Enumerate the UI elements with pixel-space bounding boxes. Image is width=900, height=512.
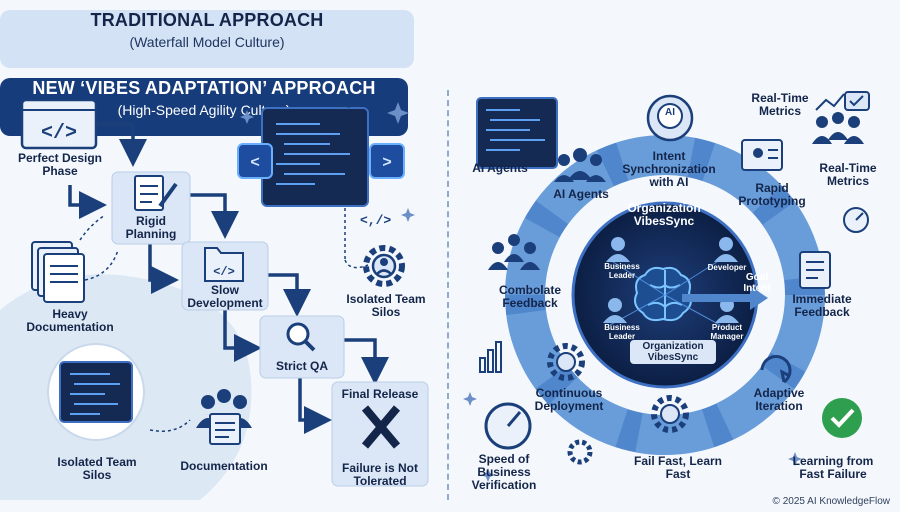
label-ai-agents-outer: AI Agents [472,161,528,175]
core-bottom-label: Organization VibesSync [630,340,716,364]
role-product-manager: Product Manager [710,323,744,341]
deployment-gear-icon [547,343,585,381]
label-ai-agents: AI Agents [553,187,609,201]
traditional-diagram: </> </> < > [0,98,429,500]
label-documentation: Documentation [180,459,268,473]
bar-chart-icon [479,341,502,373]
traditional-title: TRADITIONAL APPROACH [90,10,324,30]
label-isolated-silos-left: Isolated Team Silos [57,455,137,482]
waterfall-arrows [68,122,389,434]
adaptive-loop-icon [760,355,792,384]
label-immediate-feedback: Immediate Feedback [792,292,852,319]
label-speed-verification: Speed of Business Verification [471,452,537,492]
label-perfect-design: Perfect Design Phase [17,151,103,178]
label-combolate-feedback: Combolate Feedback [498,283,561,310]
traditional-subtitle: (Waterfall Model Culture) [129,34,285,50]
prototyping-icon [741,139,783,171]
code-tag-bottom: <,/> [360,213,392,228]
role-developer: Developer [707,263,747,272]
label-isolated-silos-right: Isolated Team Silos [346,292,426,319]
gauge-icon [843,207,869,233]
vibes-title: NEW ‘VIBES ADAPTATION’ APPROACH [32,78,376,98]
label-continuous-deployment: Continuous Deployment [534,386,604,413]
ai-agents-icon [554,148,606,182]
code-tag-top: </> [340,98,362,112]
core-title: Organization VibesSync [627,201,701,228]
panel-divider [447,90,449,500]
label-strict-qa: Strict QA [275,359,328,373]
cross-icon [361,405,401,449]
ai-head-icon [646,94,694,142]
role-business-leader-2: Business Leader [604,323,640,341]
code-monitor-icon: < > [237,107,405,207]
label-rigid-planning: Rigid Planning [125,214,177,241]
goal-intent-label: Goal Intent [743,272,771,294]
label-realtime-right: Real-Time Metrics [819,161,877,188]
agent-monitor-icon [476,97,558,169]
svg-text:</>: </> [213,265,235,279]
traditional-header: TRADITIONAL APPROACH (Waterfall Model Cu… [0,10,414,68]
sparkle-icons [240,102,415,222]
collaborate-icon [488,234,540,270]
feedback-document-icon [799,251,831,289]
svg-text:>: > [382,154,392,172]
folder-code-icon: </> [204,247,244,282]
design-window-icon: </> [20,98,98,150]
svg-text:</>: </> [41,122,77,145]
speedometer-icon [484,402,532,450]
gear-icon-silos [363,245,405,287]
team-documentation-icon [196,389,252,445]
label-realtime-top: Real-Time Metrics [751,91,809,118]
label-final-release: Final Release [341,387,419,401]
qa-box [259,315,345,379]
magnifier-icon [286,322,316,352]
document-stack-icon [31,241,85,303]
label-heavy-documentation: Heavy Documentation [26,307,114,334]
label-failure-not-tolerated: Failure is Not Tolerated [341,461,418,488]
checklist-icon [134,175,178,211]
isolated-monitor-icon [47,343,145,441]
failfast-gear-icon [651,395,689,433]
goal-arrow [682,286,768,310]
ai-head-label: AI [665,107,675,118]
label-learning-from-failure: Learning from Fast Failure [792,454,874,481]
role-business-leader-1: Business Leader [604,262,640,280]
sparkle-icons-right [463,392,802,482]
label-rapid-prototyping: Rapid Prototyping [738,181,806,208]
label-intent-sync: Intent Synchronization with AI [622,149,716,189]
label-fail-fast: Fail Fast, Learn Fast [633,454,723,481]
label-slow-development: Slow Development [187,283,263,310]
metrics-team-icon [812,91,870,144]
small-gear-icon [567,439,593,465]
label-adaptive-iteration: Adaptive Iteration [753,386,805,413]
success-check-icon [822,398,862,438]
cycle-ring [505,135,825,455]
svg-text:<: < [250,154,260,172]
